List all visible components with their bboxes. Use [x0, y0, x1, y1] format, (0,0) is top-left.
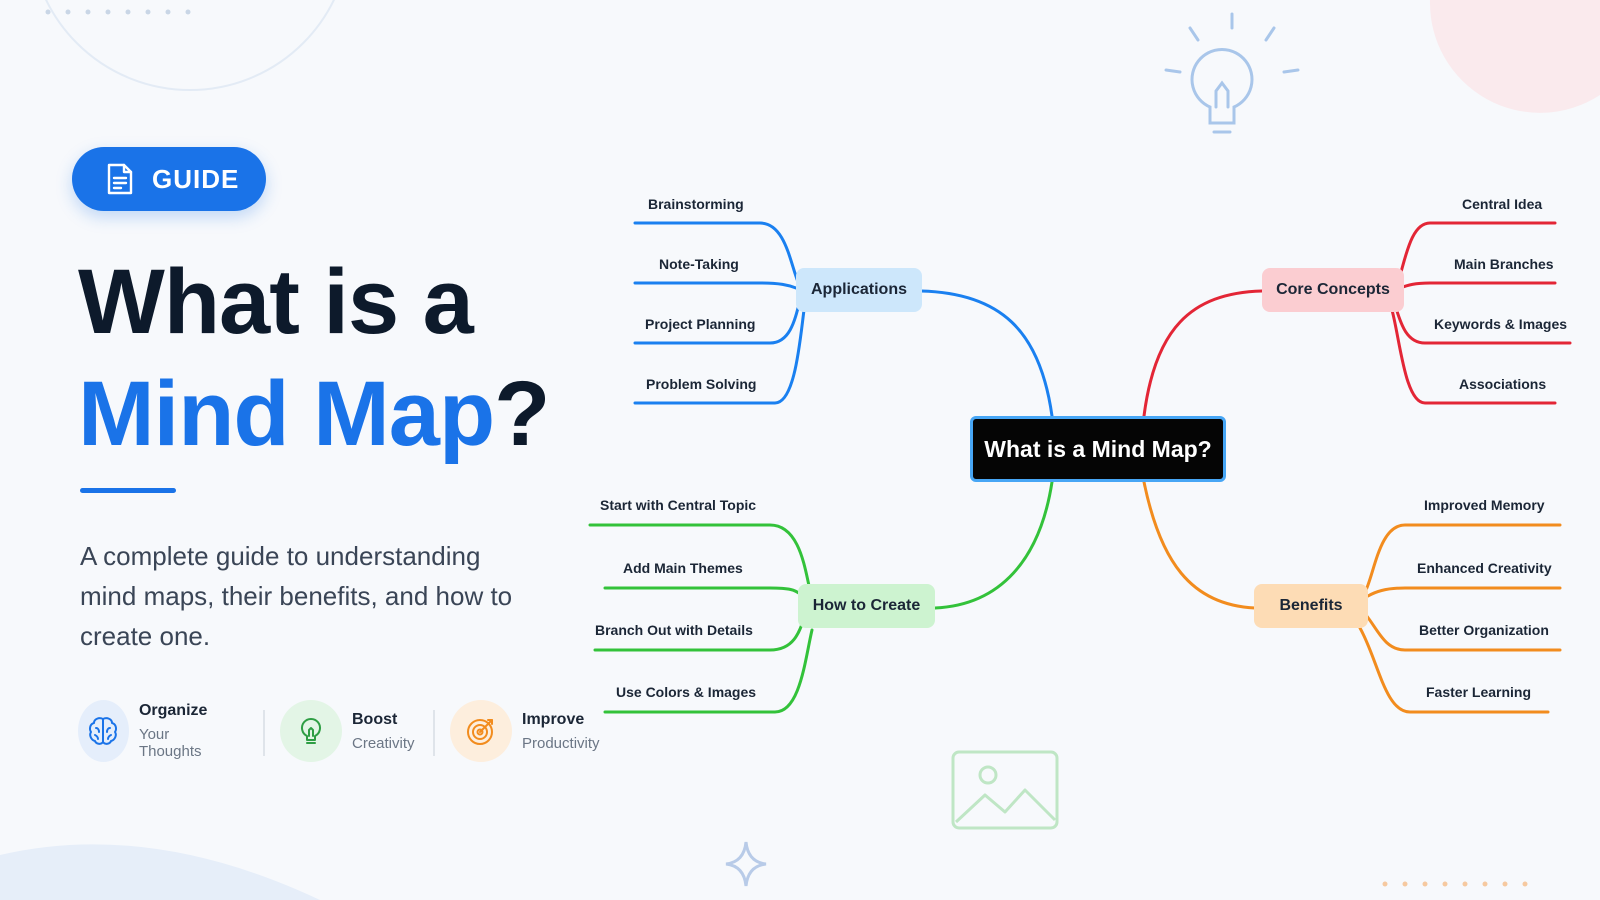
connector-leaf [1398, 281, 1557, 290]
connector-leaf [603, 628, 814, 714]
feature-improve: Improve Productivity [450, 700, 600, 762]
feature-text: Improve Productivity [522, 711, 600, 752]
connector-leaf [603, 586, 802, 596]
brain-icon [89, 717, 118, 745]
feature-divider [433, 710, 435, 756]
feature-subtitle: Productivity [522, 734, 600, 752]
leaf-problem-solving[interactable]: Problem Solving [646, 376, 757, 392]
connector-leaf [633, 221, 800, 284]
leaf-main-branches[interactable]: Main Branches [1454, 256, 1554, 272]
leaf-better-organization[interactable]: Better Organization [1419, 622, 1549, 638]
feature-title: Improve [522, 710, 585, 728]
subtitle: A complete guide to understanding mind m… [80, 541, 513, 651]
leaf-use-colors-images[interactable]: Use Colors & Images [616, 684, 757, 700]
lightbulb-icon [301, 717, 321, 744]
branch-node-benefits[interactable]: Benefits [1254, 584, 1368, 628]
document-icon [107, 163, 133, 195]
image-deco-icon [951, 750, 1059, 830]
connector-leaf [633, 308, 806, 405]
connector-leaf [1358, 626, 1550, 714]
page-title-accent: Mind Map [78, 363, 495, 465]
leaf-start-with-central-topic[interactable]: Start with Central Topic [600, 497, 757, 513]
title-underline [80, 488, 176, 493]
page-title-line-1: What is a [78, 251, 474, 353]
leaf-project-planning[interactable]: Project Planning [645, 316, 756, 332]
feature-icon-circle [280, 700, 342, 762]
leaf-enhanced-creativity[interactable]: Enhanced Creativity [1417, 560, 1552, 576]
connectors-benefits [1142, 480, 1562, 714]
center-topic-node[interactable]: What is a Mind Map? [970, 416, 1226, 482]
connector-leaf [588, 523, 812, 592]
feature-divider [263, 710, 265, 756]
leaf-faster-learning[interactable]: Faster Learning [1426, 684, 1532, 700]
feature-title: Organize [138, 702, 208, 719]
leaf-branch-out-with-details[interactable]: Branch Out with Details [595, 622, 753, 638]
target-icon [467, 719, 493, 745]
leaf-add-main-themes[interactable]: Add Main Themes [623, 560, 743, 576]
guide-badge: GUIDE [72, 147, 266, 211]
feature-boost: Boost Creativity [280, 700, 415, 762]
connector-main [1142, 480, 1257, 610]
feature-text: Boost Creativity [352, 711, 415, 752]
connector-leaf [1396, 221, 1557, 284]
connector-leaf [1390, 308, 1557, 405]
feature-organize: Organize Your Thoughts [78, 700, 218, 762]
lightbulb-deco-icon [1164, 12, 1300, 134]
feature-subtitle: Your Thoughts [138, 726, 202, 760]
leaf-brainstorming[interactable]: Brainstorming [648, 196, 744, 212]
branch-node-core-concepts[interactable]: Core Concepts [1262, 268, 1404, 312]
feature-icon-circle [450, 700, 512, 762]
connector-leaf [1366, 586, 1562, 598]
leaf-improved-memory[interactable]: Improved Memory [1424, 497, 1545, 513]
guide-label: GUIDE [152, 163, 240, 194]
branch-node-how-to-create[interactable]: How to Create [798, 584, 935, 628]
connector-main [1142, 289, 1264, 418]
deco-dots-bottom [1382, 881, 1528, 887]
feature-subtitle: Creativity [352, 734, 415, 752]
connector-leaf [1364, 613, 1562, 652]
connector-leaf [1364, 523, 1562, 592]
connector-leaf [633, 281, 798, 290]
deco-arc-pink [1429, 0, 1600, 113]
deco-wave [0, 844, 320, 900]
leaf-note-taking[interactable]: Note-Taking [659, 256, 739, 272]
branch-node-applications[interactable]: Applications [796, 268, 922, 312]
feature-icon-circle [78, 700, 129, 762]
page-title-line-2: Mind Map? [78, 368, 550, 460]
leaf-associations[interactable]: Associations [1459, 376, 1547, 392]
leaf-keywords-images[interactable]: Keywords & Images [1434, 316, 1568, 332]
connector-main [919, 289, 1054, 418]
connector-main [933, 480, 1054, 610]
leaf-central-idea[interactable]: Central Idea [1462, 196, 1543, 212]
deco-dots-top [45, 9, 191, 15]
deco-circle [45, 0, 335, 91]
feature-text: Organize Your Thoughts [139, 702, 219, 760]
feature-title: Boost [352, 710, 398, 728]
sparkle-deco-icon [725, 841, 767, 887]
page-title-question-mark: ? [494, 363, 550, 465]
